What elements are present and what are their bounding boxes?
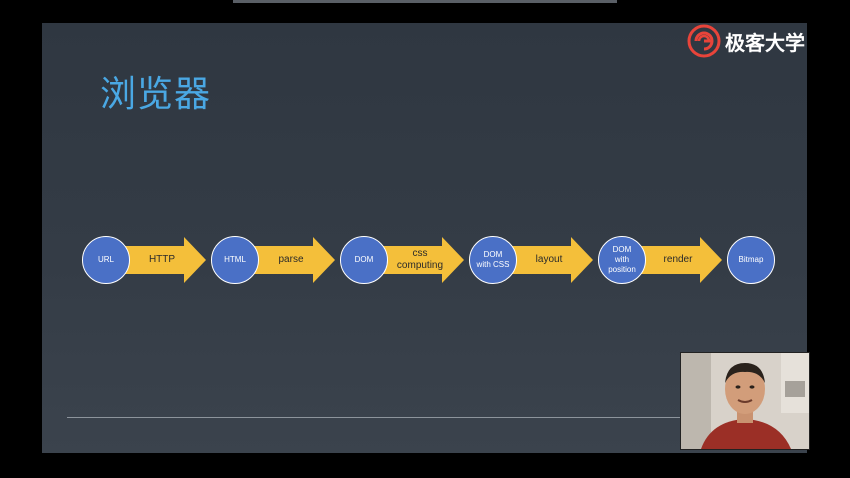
step-arrow-layout	[511, 237, 593, 283]
step-label-layout: layout	[535, 254, 563, 265]
step-arrow-http	[124, 237, 206, 283]
step-label-css-computing: css computing	[396, 248, 444, 271]
node-dom-with-css: DOM with CSS	[469, 236, 517, 284]
step-label-parse: parse	[278, 254, 304, 265]
node-bitmap: Bitmap	[727, 236, 775, 284]
brand-logo: 极客大学	[687, 23, 807, 59]
node-html: HTML	[211, 236, 259, 284]
step-label-render: render	[663, 254, 693, 265]
bottom-divider	[67, 417, 687, 418]
pipeline-diagram: HTTP parse css computing layout render U…	[42, 23, 807, 453]
geekbang-logo-icon	[687, 24, 721, 58]
node-dom-with-position: DOM with position	[598, 236, 646, 284]
step-arrow-parse	[253, 237, 335, 283]
presenter-video-icon	[681, 353, 809, 449]
node-url: URL	[82, 236, 130, 284]
presenter-webcam	[680, 352, 810, 450]
step-arrow-render	[640, 237, 722, 283]
brand-name: 极客大学	[725, 30, 805, 55]
top-bar	[233, 0, 617, 3]
node-dom: DOM	[340, 236, 388, 284]
step-arrow-css-computing	[382, 237, 464, 283]
slide-title: 浏览器	[100, 74, 212, 115]
step-label-http: HTTP	[148, 254, 176, 265]
slide: 浏览器 极客大学 HTTP parse css computing layout…	[42, 23, 807, 453]
